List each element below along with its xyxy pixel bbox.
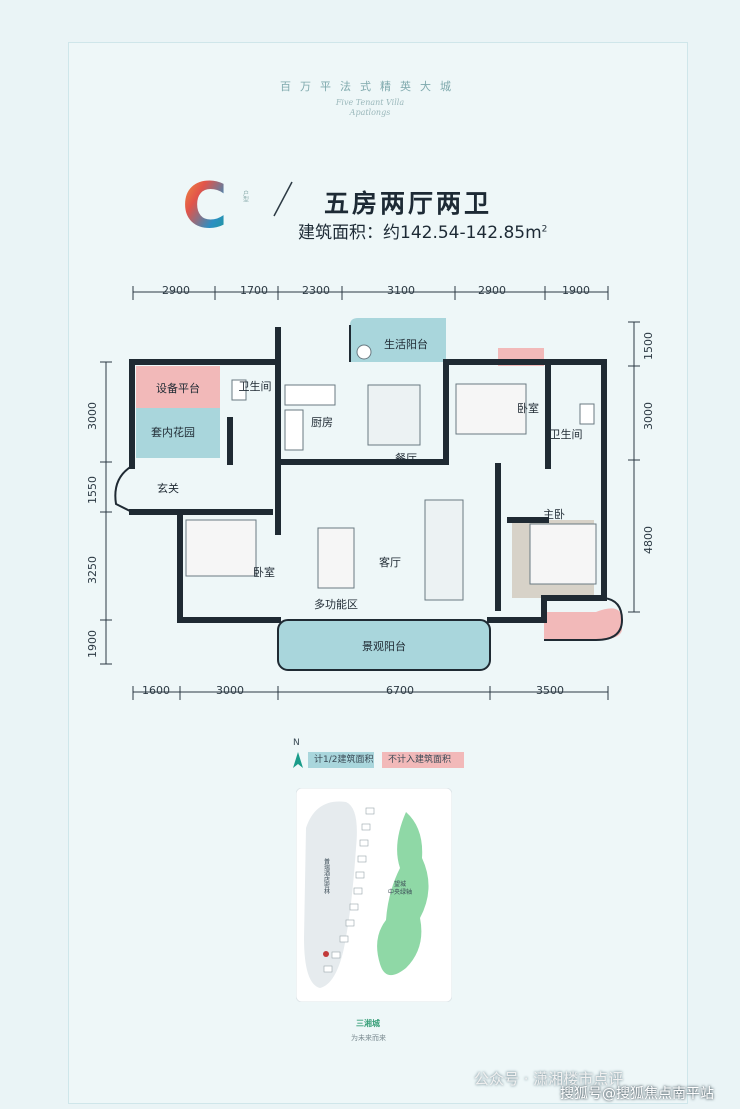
area-line: 建筑面积：约142.54-142.85m2 xyxy=(298,218,547,243)
room-multi-function: 多功能区 xyxy=(314,597,358,611)
site-axis-2: 中央绿轴 xyxy=(388,888,412,896)
room-life-balcony: 生活阳台 xyxy=(384,337,428,351)
dim-left-4: 1900 xyxy=(86,630,99,658)
area-label: 建筑面积：约142.54-142.85m xyxy=(298,223,542,243)
master-balcony-fill xyxy=(544,608,622,640)
unit-letter-logo: C xyxy=(182,175,228,235)
dim-bottom-1: 1600 xyxy=(142,684,170,697)
dim-top-5: 2900 xyxy=(478,284,506,297)
dim-right-3: 4800 xyxy=(642,526,655,554)
dim-bottom-3: 6700 xyxy=(386,684,414,697)
watermark-gzh: 公众号 · 潇湘楼市点评 xyxy=(474,1070,624,1088)
slogan: 百万平法式精英大城 xyxy=(280,80,460,93)
unit-type-title: 五房两厅两卫 xyxy=(324,189,493,218)
dimension-lines xyxy=(100,286,640,700)
equipment-platform-fill xyxy=(136,366,220,408)
unit-letter: C xyxy=(182,175,228,235)
room-bedroom-ne: 卧室 xyxy=(517,401,539,415)
dim-top-6: 1900 xyxy=(562,284,590,297)
divider-slash xyxy=(273,181,293,217)
room-dining: 餐厅 xyxy=(395,451,417,465)
dim-top-2: 1700 xyxy=(240,284,268,297)
room-kitchen: 厨房 xyxy=(311,416,333,429)
room-entrance: 玄关 xyxy=(157,481,179,495)
watermark-sohu: 搜狐号@搜狐焦点南平站 xyxy=(560,1086,714,1102)
dimension-labels: 2900 1700 2300 3100 2900 1900 1600 3000 … xyxy=(86,284,655,697)
life-balcony-fill xyxy=(350,318,446,362)
site-hotel-forest: 普瑞酒店密林 xyxy=(323,857,330,895)
dim-top-4: 3100 xyxy=(387,284,415,297)
brand-name: 三湘城 xyxy=(356,1019,380,1028)
dim-bottom-4: 3500 xyxy=(536,684,564,697)
furniture xyxy=(185,344,597,601)
north-arrow-icon xyxy=(293,752,303,768)
legend-half-area: 计1/2建筑面积 xyxy=(308,752,374,768)
room-labels: 设备平台 套内花园 卫生间 厨房 生活阳台 餐厅 卧室 卫生间 玄关 主卧 卧室… xyxy=(151,337,583,653)
legend-no-area: 不计入建筑面积 xyxy=(382,752,464,768)
floor-plan: 2900 1700 2300 3100 2900 1900 1600 3000 … xyxy=(86,284,655,700)
dim-top-1: 2900 xyxy=(162,284,190,297)
side-text-box: 户型 xyxy=(242,189,249,202)
garden-fill xyxy=(136,408,220,458)
room-bedroom-sw: 卧室 xyxy=(253,565,275,579)
dim-left-2: 1550 xyxy=(86,476,99,504)
brand-sub: 为未来而来 xyxy=(351,1034,386,1042)
dim-bottom-2: 3000 xyxy=(216,684,244,697)
room-equipment-platform: 设备平台 xyxy=(156,381,200,395)
room-bath-left: 卫生间 xyxy=(239,379,272,393)
walls xyxy=(129,327,607,623)
room-garden: 套内花园 xyxy=(151,425,195,439)
area-sup: 2 xyxy=(541,224,548,235)
room-master-bedroom: 主卧 xyxy=(543,508,565,521)
script-line-1: Five Tenant Villa xyxy=(335,98,405,107)
room-living: 客厅 xyxy=(379,555,401,569)
view-balcony-fill xyxy=(278,620,490,670)
side-text: 户型 xyxy=(242,189,249,202)
room-view-balcony: 景观阳台 xyxy=(362,639,406,653)
dim-right-1: 1500 xyxy=(642,332,655,360)
dim-left-1: 3000 xyxy=(86,402,99,430)
site-plan-map: 普瑞酒店密林 望城 中央绿轴 xyxy=(296,788,452,1002)
dim-top-3: 2300 xyxy=(302,284,330,297)
room-bath-right: 卫生间 xyxy=(550,427,583,441)
script-line-2: Apatlongs xyxy=(349,108,391,117)
thin-walls xyxy=(114,325,624,671)
dim-right-2: 3000 xyxy=(642,402,655,430)
site-axis-1: 望城 xyxy=(394,880,406,888)
dim-left-3: 3250 xyxy=(86,556,99,584)
north-label: N xyxy=(293,738,300,748)
